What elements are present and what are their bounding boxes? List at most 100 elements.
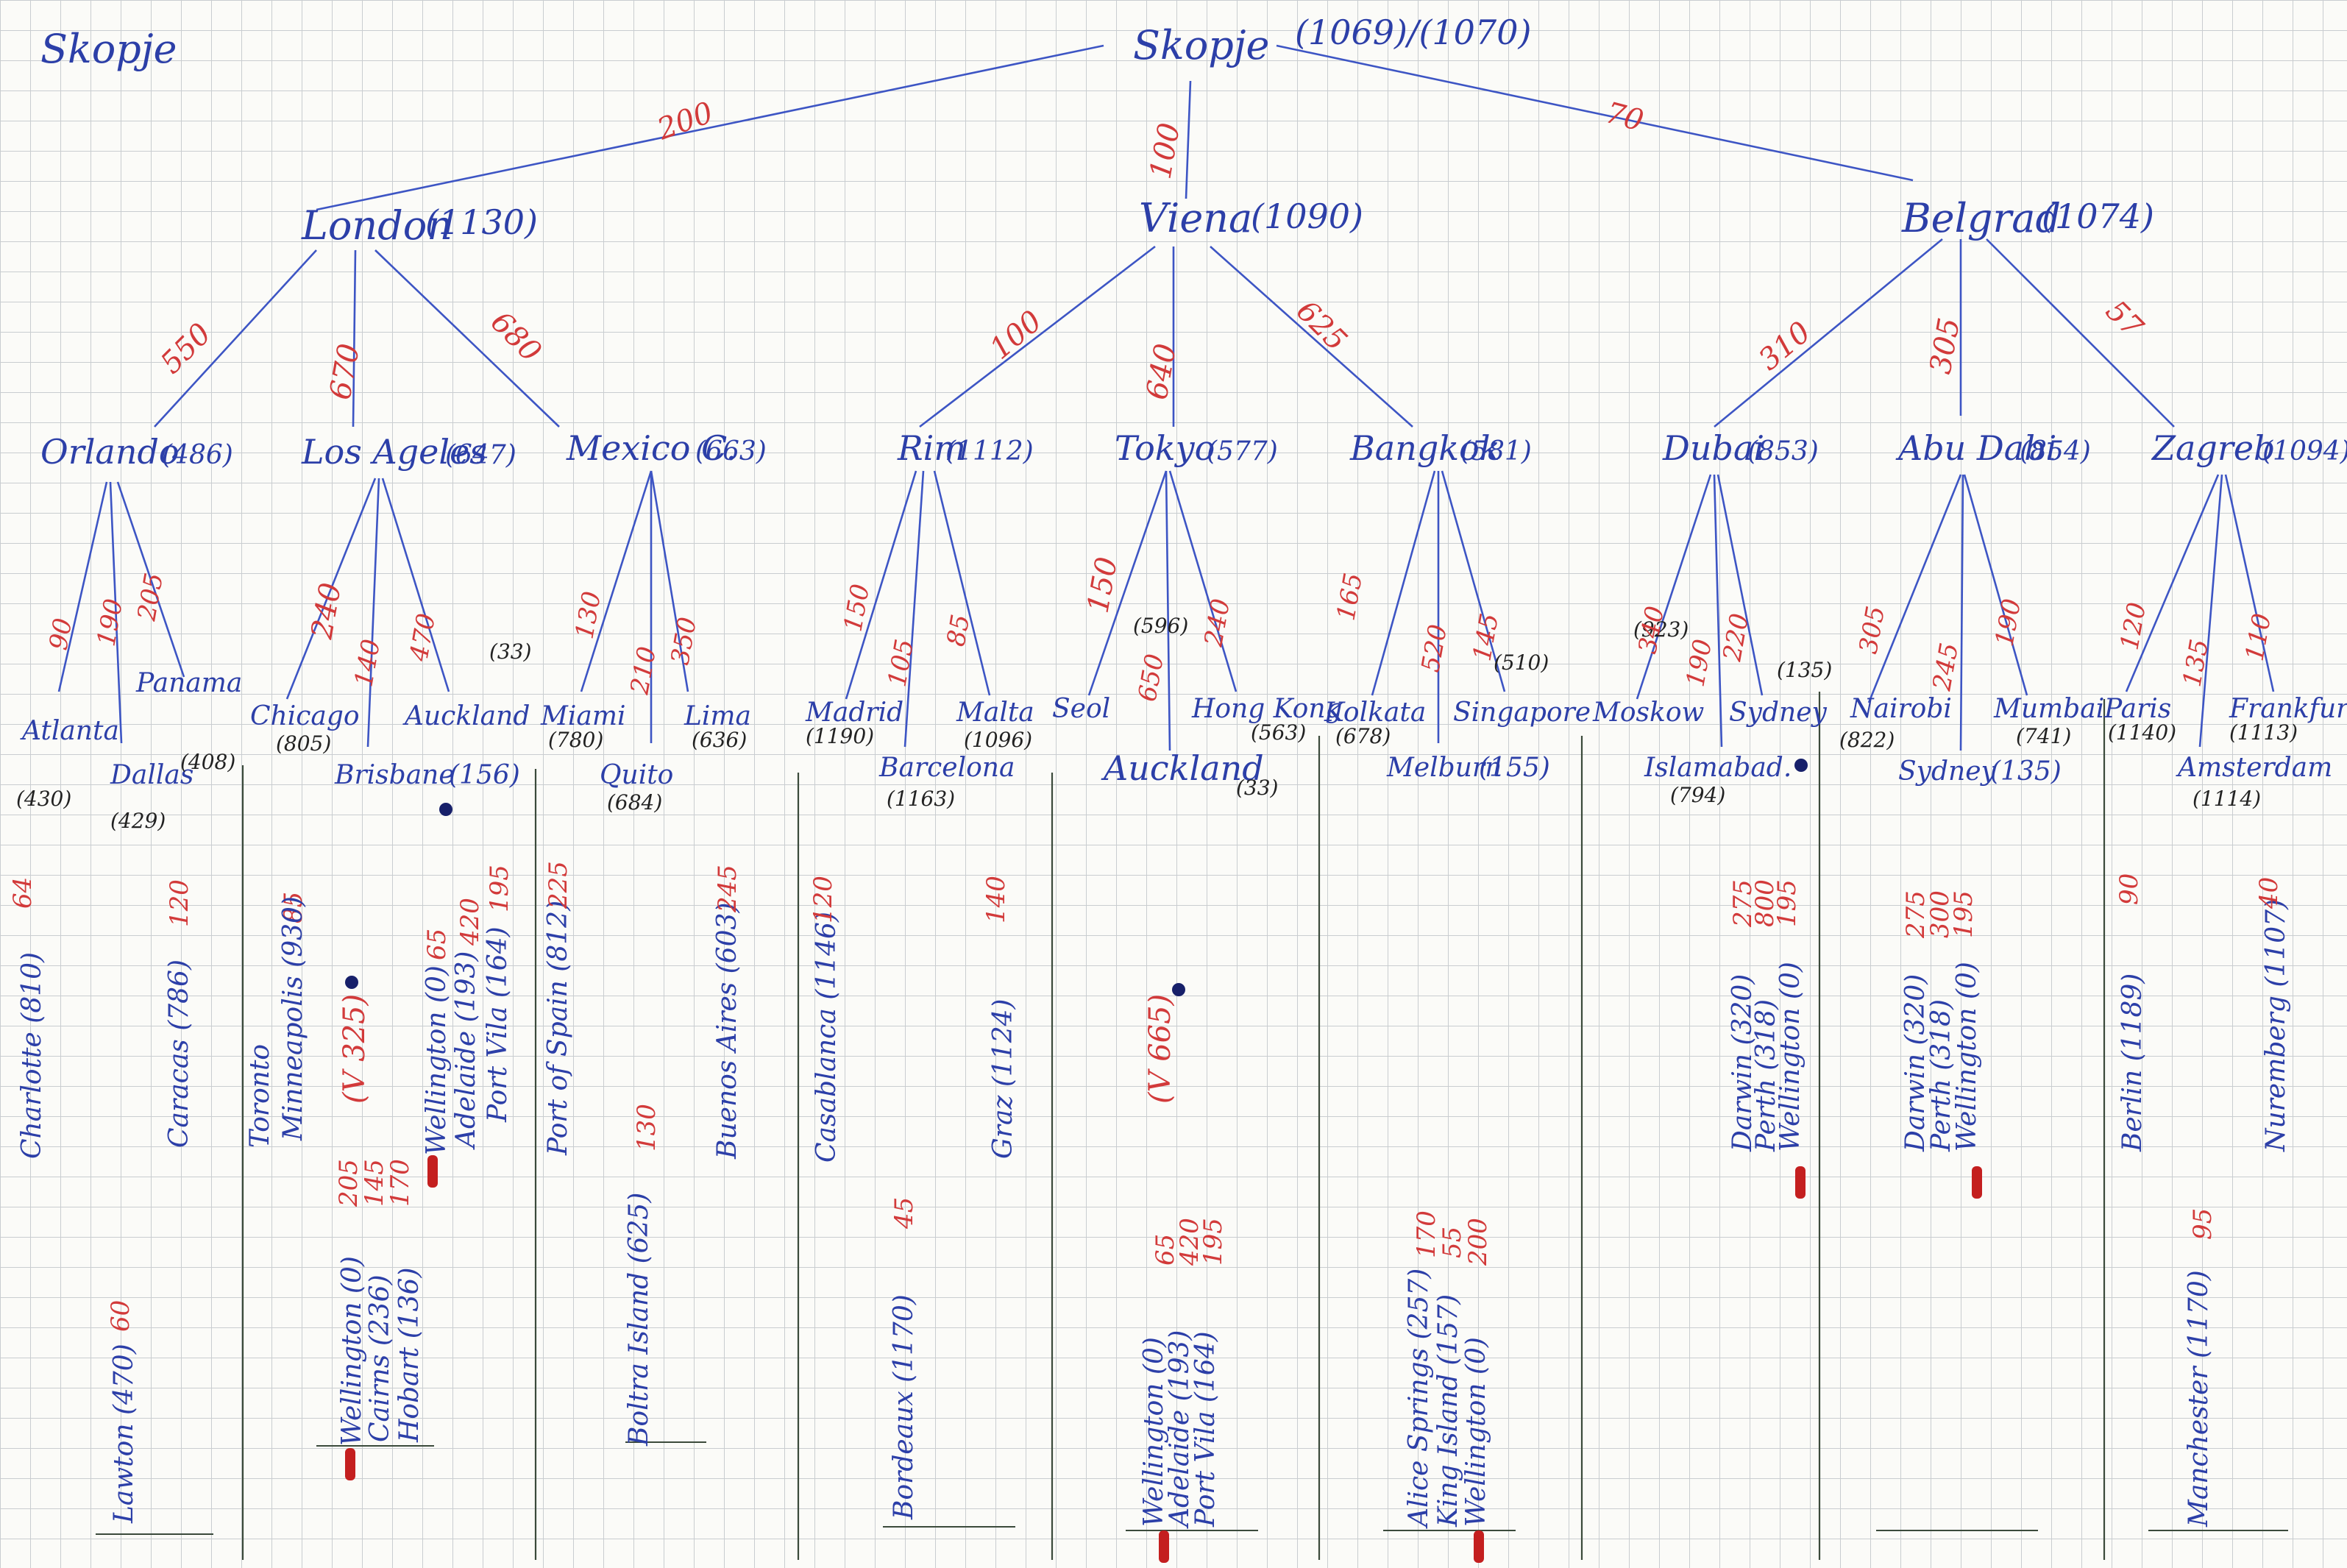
edge-distance: 245 [1927,641,1964,694]
node-label: Manchester (1170) [2184,1270,2214,1528]
pencil-lines [96,692,2288,1560]
edge-distance: 240 [1199,597,1236,650]
node-value: (636) [692,728,747,752]
node-name: Orlando [40,432,180,472]
edge-distance: 70 [1602,96,1647,138]
node-name: Zagreb [2151,428,2276,468]
node-value: (486) [162,440,233,470]
node-value: (135) [1990,756,2062,787]
node-value: (33) [489,639,531,664]
edge-distance: 100 [1144,121,1187,182]
node-label: Adelaide (193) [451,951,481,1150]
edge-distance: 640 [1140,341,1184,402]
edge-distance: 105 [882,637,920,689]
node-name: Lima [683,701,751,731]
red-marker-icon [1972,1166,1982,1199]
edge-distance: 90 [43,616,78,653]
node-label: Wellington (0) [1952,962,1982,1152]
edge-distance: 625 [1290,294,1354,358]
node-name: Rim [897,428,966,468]
edge-distance: 340 [1633,604,1670,656]
edge-distance: 165 [1331,571,1368,623]
edge-distance: 195 [1772,879,1802,927]
edge-distance: 305 [1853,604,1891,656]
edge-distance: 650 [1132,652,1170,704]
node-name: Malta [956,698,1034,728]
edge-distance: 130 [569,589,607,642]
node-value: (853) [1747,436,1819,467]
node-label: Wellington (0) [1139,1337,1169,1527]
edge-distance: 150 [1082,555,1125,616]
node-name: Tokyo [1115,428,1215,468]
node-label: Perth (318) [1751,999,1781,1152]
edge-distance: 275 [1901,890,1931,939]
node-value: (805) [276,731,331,756]
node-name: Los Ageles [301,432,487,472]
node-label: Charlotte (810) [17,952,47,1159]
node-label: Boltra Island (625) [624,1193,654,1447]
node-label: Alice Springs (257) [1404,1269,1434,1529]
node-name: Viena [1139,195,1252,241]
level2-nodes: Orlando (486) 550 Los Ageles (647) 670 M… [40,294,2347,472]
node-value: (510) [1494,650,1549,675]
node-name: Auckland [1101,748,1264,788]
page-label: Skopje [40,26,177,72]
edge-distance: 300 [1925,890,1955,938]
edge-distance: 225 [544,861,573,909]
edge-distance: 350 [665,615,703,667]
node-value: (1114) [2192,787,2261,811]
edge-distance: 190 [1989,597,2027,649]
edge-distance: 800 [1750,879,1780,927]
node-value: (1090) [1251,196,1363,236]
level3-nodes: Atlanta (430) 90 Dallas (429) 190 Panama… [16,555,2347,833]
edges [57,44,2275,751]
node-label: Perth (318) [1926,999,1956,1152]
node-name: Skopje [1133,22,1270,68]
node-label: Wellington (0) [1461,1337,1491,1527]
edge-distance: 550 [155,317,219,381]
edge-distance: 150 [838,582,876,634]
node-value: (794) [1670,783,1725,807]
dot-icon [1794,759,1808,772]
node-value: (156) [449,760,520,790]
node-label: Lawton (470) [109,1344,139,1524]
edge-distance: 60 [106,1300,135,1332]
node-name: Chicago [250,701,360,731]
markers [345,759,1982,1563]
node-value: (563) [1251,720,1306,745]
edge-distance: 55 [1438,1227,1467,1258]
node-label: Hobart (136) [394,1268,425,1444]
node-value: (1113) [2229,720,2298,745]
edge-distance: 220 [1717,611,1755,664]
node-name: Mexico C. [566,428,736,468]
annotation: (V 325) [338,994,372,1104]
edge-distance: 85 [941,612,976,649]
edge-distance: 85 [279,892,308,923]
edge-distance: 200 [653,96,717,147]
node-value: (1074) [2042,196,2154,236]
level4-nodes: Charlotte (810) 64 Caracas (786) 120 Tor… [8,861,2291,1163]
red-marker-icon [345,1448,355,1480]
edge-distance: 170 [386,1159,415,1207]
node-value: (1190) [806,724,874,748]
node-name: Atlanta [20,716,119,746]
edge-distance: 135 [2177,637,2215,689]
node-label: Bordeaux (1170) [889,1294,919,1520]
node-label: Caracas (786) [164,959,194,1148]
node-name: Paris [2103,694,2171,724]
node-name: Nairobi [1850,694,1952,724]
edge-distance: 195 [1199,1218,1228,1266]
node-name: Auckland [402,701,530,731]
node-name: Madrid [805,698,903,728]
red-marker-icon [1474,1530,1484,1563]
node-value: (663) [695,436,767,467]
edge-distance: 420 [455,898,485,946]
node-label: Darwin (320) [1900,974,1931,1152]
node-value: (741) [2016,724,2071,748]
dot-icon [345,976,358,989]
node-label: Buenos Aires (603) [712,903,742,1160]
dot-icon [1172,983,1185,996]
node-name: Frankfurt [2229,694,2347,724]
node-name: Islamabad. [1644,753,1792,783]
node-value: (33) [1236,776,1278,800]
